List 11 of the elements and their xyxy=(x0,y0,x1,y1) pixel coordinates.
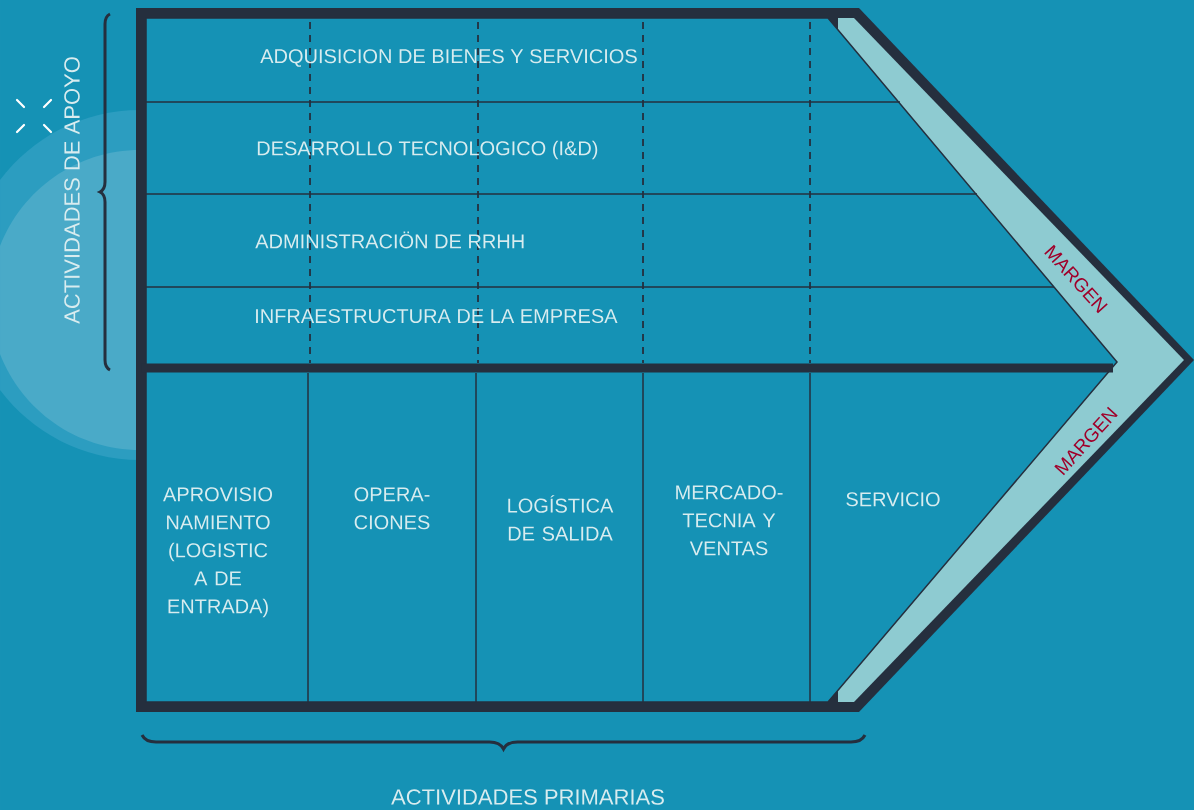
primary-activity: OPERA- CIONES xyxy=(354,487,430,530)
support-activity: INFRAESTRUCTURA DE LA EMPRESA xyxy=(256,308,618,324)
primary-activity: LOGÍSTICA DE SALIDA xyxy=(508,495,614,541)
primary-activity: APROVISIO NAMIENTO (LOGISTIC A DE ENTRADA) xyxy=(163,487,273,618)
primary-activity: MERCADO- TECNIA Y VENTAS xyxy=(676,485,783,556)
section-label: ACTIVIDADES DE APOYO xyxy=(64,57,80,324)
section-label: ACTIVIDADES PRIMARIAS xyxy=(391,789,664,805)
support-activity: ADQUISICION DE BIENES Y SERVICIOS xyxy=(260,49,637,67)
primary-activity: SERVICIO xyxy=(846,492,940,507)
support-activity: ADMINISTRACIÖN DE RRHH xyxy=(255,231,524,249)
support-activity: DESARROLLO TECNOLOGICO (I&D) xyxy=(257,140,598,160)
